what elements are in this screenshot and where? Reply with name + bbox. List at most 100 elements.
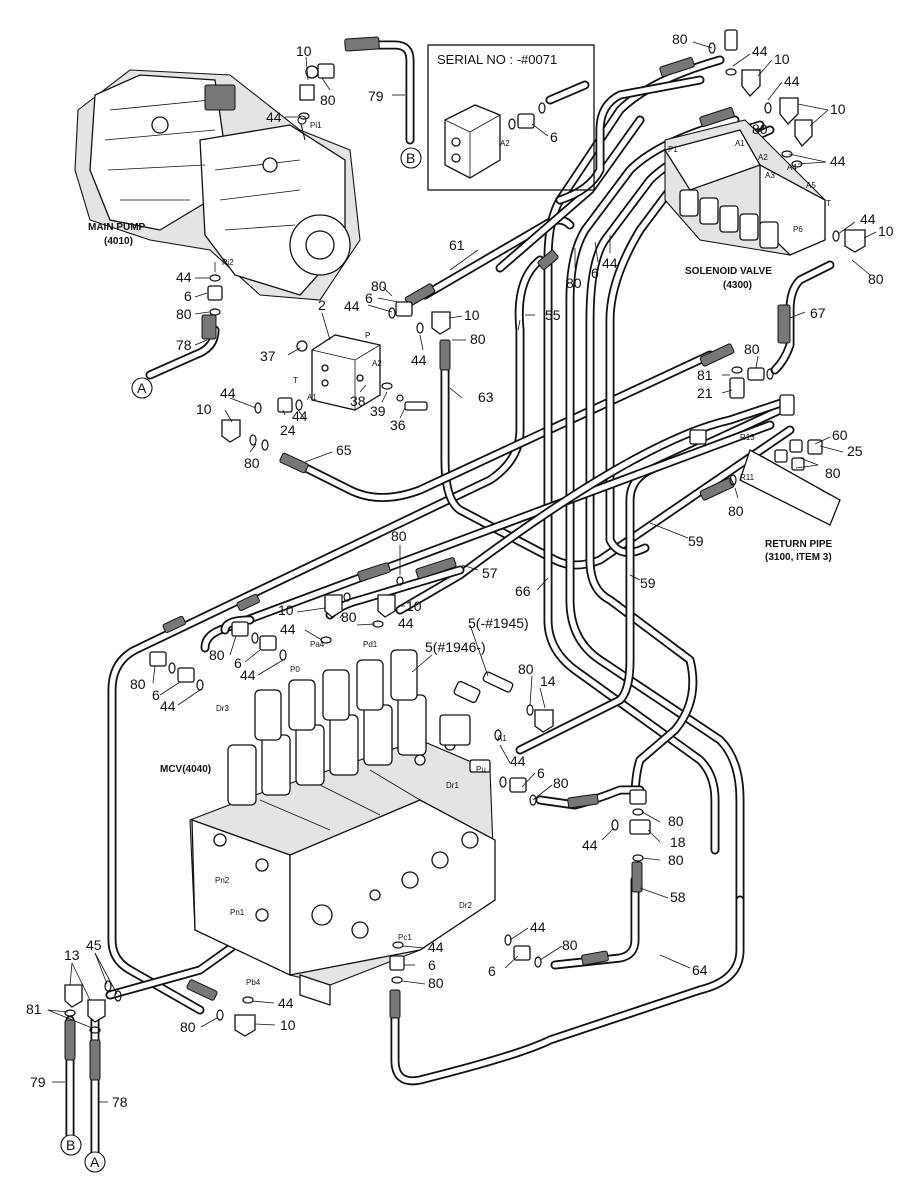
callout-10: 10 — [830, 101, 846, 117]
callout-80: 80 — [825, 465, 841, 481]
callout-44: 44 — [784, 73, 800, 89]
return-pipe-ref: (3100, ITEM 3) — [765, 552, 832, 563]
main-pump: Pi1 Pi2 MAIN PUMP (4010) — [74, 69, 361, 301]
callout-44: 44 — [510, 753, 526, 769]
callout-44: 44 — [176, 269, 192, 285]
callout-36: 36 — [390, 417, 406, 433]
block-p-label: P — [365, 331, 370, 340]
callout-80: 80 — [341, 609, 357, 625]
callout-39: 39 — [370, 403, 386, 419]
hose-sleeve-group — [64, 36, 791, 1081]
callout-44: 44 — [860, 211, 876, 227]
connector-a-top: A — [131, 377, 153, 399]
callout-44: 44 — [398, 615, 414, 631]
callout-44: 44 — [160, 698, 176, 714]
pi2-label: Pi2 — [222, 258, 234, 267]
serial-label: SERIAL NO : -#0071 — [437, 52, 557, 67]
callout-61: 61 — [449, 237, 465, 253]
solenoid-valve-label: SOLENOID VALVE — [685, 266, 772, 277]
callout-44: 44 — [292, 408, 308, 424]
callout-80: 80 — [728, 503, 744, 519]
mcv-dr2-label: Dr2 — [459, 901, 472, 910]
callout-79: 79 — [368, 88, 384, 104]
solenoid-fittings — [708, 29, 866, 253]
callout-21: 21 — [697, 385, 713, 401]
callout-80: 80 — [553, 775, 569, 791]
callout-10: 10 — [280, 1017, 296, 1033]
mcv: Pn2 Pn1 Pb4 Pc1 Dr2 Dr1 Pu A1 Dr3 P0 Pa4… — [160, 640, 507, 1006]
callout-80: 80 — [868, 271, 884, 287]
callout-24: 24 — [280, 422, 296, 438]
connector-b-top-label: B — [406, 150, 415, 166]
callout-80: 80 — [371, 278, 387, 294]
callout-78: 78 — [112, 1094, 128, 1110]
main-pump-code: (4010) — [104, 236, 133, 247]
callout-80: 80 — [752, 121, 768, 137]
mcv-pc1-label: Pc1 — [398, 933, 412, 942]
block-a2-label: A2 — [372, 359, 382, 368]
callout-18: 18 — [670, 834, 686, 850]
callout-6-serial: 6 — [550, 129, 558, 145]
callout-6: 6 — [488, 963, 496, 979]
callout-numbers: 10 80 44 79 61 44 6 80 78 2 37 80 6 44 4… — [26, 31, 894, 1110]
callout-80: 80 — [672, 31, 688, 47]
callout-44: 44 — [240, 667, 256, 683]
callout-57: 57 — [482, 565, 498, 581]
sv-p6-label: P6 — [793, 225, 803, 234]
connector-a-bottom-label: A — [90, 1154, 100, 1170]
callout-44: 44 — [830, 153, 846, 169]
callout-44: 44 — [530, 919, 546, 935]
callout-6: 6 — [428, 957, 436, 973]
callout-65: 65 — [336, 442, 352, 458]
callout-5-pre: 5(-#1945) — [468, 615, 529, 631]
callout-10: 10 — [296, 43, 312, 59]
connector-b-bottom: B — [60, 1134, 82, 1156]
block-2: P A2 T A1 — [221, 301, 451, 451]
callout-59: 59 — [640, 575, 656, 591]
mcv-p0-label: P0 — [290, 665, 300, 674]
callout-38: 38 — [350, 393, 366, 409]
mcv-a1-label: A1 — [497, 734, 507, 743]
callout-64: 64 — [692, 962, 708, 978]
callout-80: 80 — [244, 455, 260, 471]
callout-44: 44 — [280, 621, 296, 637]
sv-a2-label: A2 — [758, 153, 768, 162]
sv-a3-label: A3 — [765, 171, 775, 180]
mcv-dr3-label: Dr3 — [216, 704, 229, 713]
block-a1-label: A1 — [307, 393, 317, 402]
callout-60: 60 — [832, 427, 848, 443]
callout-80: 80 — [566, 275, 582, 291]
callout-80: 80 — [744, 341, 760, 357]
callout-80: 80 — [180, 1019, 196, 1035]
callout-80: 80 — [391, 528, 407, 544]
block-t-label: T — [293, 376, 298, 385]
callout-80: 80 — [428, 975, 444, 991]
mcv-pn2-label: Pn2 — [215, 876, 230, 885]
callout-44: 44 — [582, 837, 598, 853]
pi1-label: Pi1 — [310, 121, 322, 130]
solenoid-valve: P1 A1 A2 A3 A4 A5 T P6 SOLENOID VALVE (4… — [663, 119, 831, 291]
callout-81: 81 — [26, 1001, 42, 1017]
callout-63: 63 — [478, 389, 494, 405]
callout-37: 37 — [260, 348, 276, 364]
callout-55: 55 — [545, 307, 561, 323]
return-pipe: RETURN PIPE (3100, ITEM 3) R11 R13 — [689, 366, 841, 563]
callout-66: 66 — [515, 583, 531, 599]
callout-13: 13 — [64, 947, 80, 963]
connector-b-top: B — [400, 147, 422, 169]
mcv-spool-caps — [227, 649, 427, 806]
r13-label: R13 — [740, 433, 755, 442]
callout-44: 44 — [428, 939, 444, 955]
callout-80: 80 — [209, 647, 225, 663]
callout-10: 10 — [196, 401, 212, 417]
connector-a-top-label: A — [137, 380, 147, 396]
callout-25: 25 — [847, 443, 863, 459]
callout-10: 10 — [774, 51, 790, 67]
callout-5-post: 5(#1946-) — [425, 639, 486, 655]
main-pump-label: MAIN PUMP — [88, 222, 146, 233]
callout-44: 44 — [752, 43, 768, 59]
callout-80: 80 — [176, 306, 192, 322]
callout-80: 80 — [668, 813, 684, 829]
callout-80: 80 — [130, 676, 146, 692]
